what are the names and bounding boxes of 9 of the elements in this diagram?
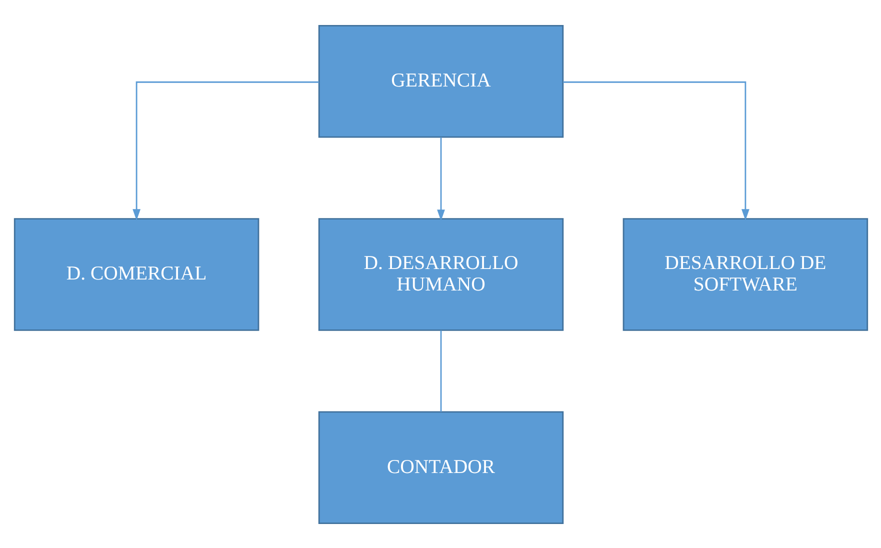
node-box: D. COMERCIAL	[13, 218, 259, 330]
arrow	[562, 80, 749, 220]
node-box: GERENCIA	[318, 24, 564, 138]
node-box: D. DESARROLLO HUMANO	[318, 218, 564, 330]
node-box: DESARROLLO DE SOFTWARE	[622, 218, 868, 330]
connector	[440, 330, 442, 412]
node-box: CONTADOR	[318, 410, 564, 524]
arrow	[132, 80, 318, 220]
arrow	[436, 136, 444, 220]
